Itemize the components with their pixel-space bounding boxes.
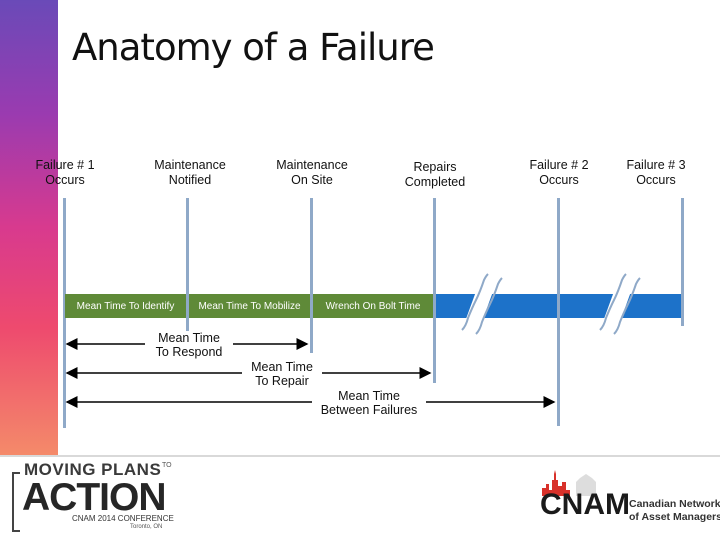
- segment-label: Mean Time To Mobilize: [198, 300, 301, 312]
- time-break-mark: [461, 273, 503, 335]
- event-label-line1: Repairs: [413, 160, 457, 174]
- segment-label: Mean Time To Identify: [76, 300, 175, 312]
- interval-label-line2: Between Failures: [320, 403, 418, 417]
- logo-action-text: ACTION: [22, 476, 166, 519]
- moving-plans-to-action-logo: MOVING PLANS TO ACTION CNAM 2014 CONFERE…: [10, 460, 180, 532]
- segment-mean-time-to-identify: Mean Time To Identify: [65, 294, 186, 318]
- interval-label-line2: To Repair: [255, 374, 309, 388]
- segment-wrench-on-bolt-time: Wrench On Bolt Time: [313, 294, 433, 318]
- logo-to-text: TO: [162, 462, 172, 469]
- event-label-line1: Failure # 1: [35, 158, 95, 172]
- event-label-repairs-completed: Repairs Completed: [375, 160, 495, 190]
- slide-title: Anatomy of a Failure: [72, 26, 435, 69]
- event-label-line1: Maintenance: [276, 158, 348, 172]
- event-line-failure-1: [63, 198, 66, 428]
- interval-label-line1: Mean Time: [251, 360, 313, 374]
- event-label-line2: Occurs: [45, 173, 85, 187]
- segment-label: Wrench On Bolt Time: [325, 300, 421, 312]
- event-line-maintenance-on-site: [310, 198, 313, 353]
- interval-label-between-failures: Mean Time Between Failures: [312, 389, 426, 417]
- segment-operating-time-1: [436, 294, 557, 318]
- event-label-line2: Occurs: [636, 173, 676, 187]
- event-label-maintenance-on-site: Maintenance On Site: [252, 158, 372, 188]
- event-label-failure-2: Failure # 2 Occurs: [499, 158, 619, 188]
- segment-mean-time-to-mobilize: Mean Time To Mobilize: [189, 294, 310, 318]
- logo-moving-plans-text: MOVING PLANS: [24, 460, 162, 479]
- interval-label-respond: Mean Time To Respond: [145, 331, 233, 359]
- event-label-line1: Maintenance: [154, 158, 226, 172]
- logo-bracket: [12, 472, 20, 532]
- event-line-failure-3: [681, 198, 684, 326]
- event-line-maintenance-notified: [186, 198, 189, 353]
- cnam-logo: CNAM Canadian Network of Asset Managers: [540, 470, 720, 530]
- event-label-failure-1: Failure # 1 Occurs: [5, 158, 125, 188]
- event-line-repairs-completed: [433, 198, 436, 383]
- interval-label-line1: Mean Time: [158, 331, 220, 345]
- event-label-line1: Failure # 2: [529, 158, 589, 172]
- interval-label-line1: Mean Time: [338, 389, 400, 403]
- toronto-skyline-icon: [542, 470, 596, 496]
- event-label-line1: Failure # 3: [626, 158, 686, 172]
- event-label-line2: On Site: [291, 173, 333, 187]
- decorative-gradient-bar: [0, 0, 58, 455]
- event-label-line2: Occurs: [539, 173, 579, 187]
- cnam-name-line1: Canadian Network: [629, 498, 720, 510]
- interval-label-line2: To Respond: [155, 345, 223, 359]
- event-line-failure-2: [557, 198, 560, 426]
- event-label-line2: Notified: [168, 173, 212, 187]
- logo-location-text: Toronto, ON: [130, 524, 163, 530]
- time-break-mark: [599, 273, 641, 335]
- event-label-line2: Completed: [404, 175, 466, 189]
- footer-divider: [0, 455, 720, 457]
- logo-conference-text: CNAM 2014 CONFERENCE: [72, 514, 174, 523]
- cnam-name-line2: of Asset Managers: [629, 511, 720, 523]
- interval-label-repair: Mean Time To Repair: [242, 360, 322, 388]
- event-label-failure-3: Failure # 3 Occurs: [600, 158, 712, 188]
- event-label-maintenance-notified: Maintenance Notified: [130, 158, 250, 188]
- cnam-brand-text: CNAM: [540, 488, 630, 521]
